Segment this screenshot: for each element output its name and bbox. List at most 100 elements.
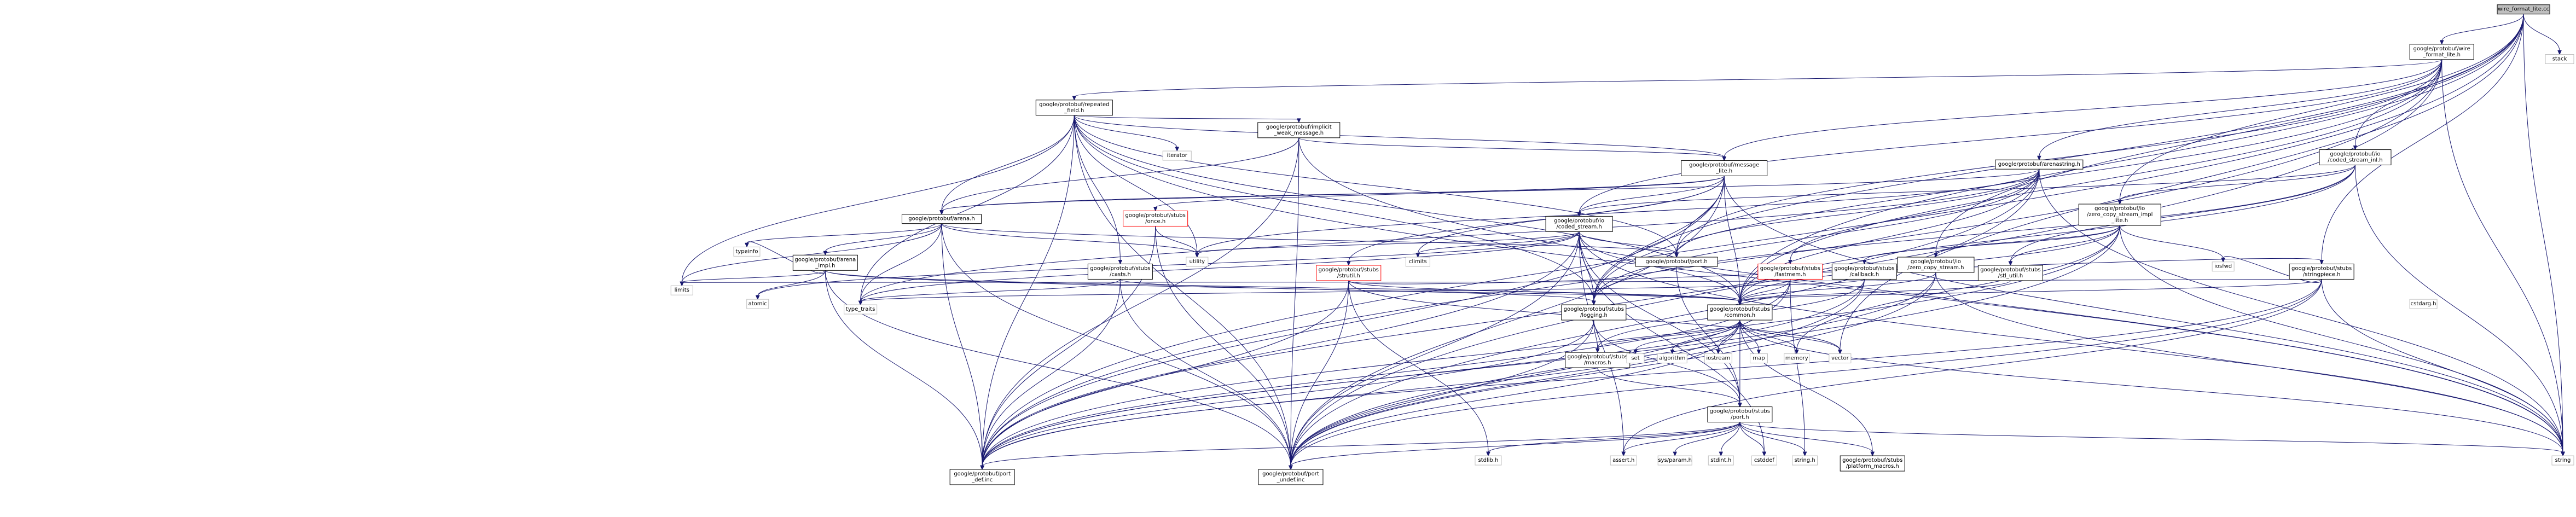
node-label: google/protobuf/stubs [1842,457,1902,463]
node-strutil[interactable]: google/protobuf/stubs/strutil.h [1316,265,1382,281]
node-box [1545,216,1613,232]
node-port-def[interactable]: google/protobuf/port_def.inc [949,469,1015,485]
node-box [2545,54,2574,64]
node-box [2289,263,2354,280]
node-label: google/protobuf/port [954,471,1011,477]
node-label: /zero_copy_stream.h [1907,265,1964,271]
edge-line [757,231,1580,297]
node-typeinfo: typeinfo [733,246,761,257]
edge-arena_impl-to-limits [680,270,826,287]
node-label: stack [2552,56,2567,62]
node-fastmem[interactable]: google/protobuf/stubs/fastmem.h [1757,263,1823,280]
edge-line [1074,115,1291,466]
edge-line [1935,225,2120,254]
node-wire-h[interactable]: google/protobuf/wire_format_lite.h [2409,44,2474,60]
node-label: google/protobuf/stubs [1710,306,1770,312]
edge-line [1739,422,2563,453]
edge-arrowhead [1674,253,1679,258]
edge-arrowhead [1862,259,1867,265]
node-port-undef[interactable]: google/protobuf/port_undef.inc [1258,469,1324,485]
node-box [1708,455,1734,466]
node-port-h[interactable]: google/protobuf/port.h [1635,257,1718,267]
node-stl-util[interactable]: google/protobuf/stubs/stl_util.h [1977,265,2043,281]
node-box [746,299,769,309]
edge-arrowhead [1762,451,1767,457]
edge-line [1417,231,1580,254]
node-logging[interactable]: google/protobuf/stubs/logging.h [1561,304,1627,321]
edge-line [1739,422,1873,453]
edge-stringpiece-to-port_def [980,279,2322,470]
edge-line [982,422,1740,467]
node-map: map [1749,353,1768,364]
edge-stubs_port-to-string_h [1739,422,1807,457]
edge-line [1119,279,1291,466]
node-arenastring[interactable]: google/protobuf/arenastring.h [1995,159,2084,170]
edge-line [1597,368,1740,404]
node-box [1792,455,1818,466]
node-cstddef: cstddef [1751,455,1777,466]
edge-arrowhead [1347,261,1351,266]
node-label: /port.h [1731,415,1749,421]
edge-line [1074,115,1677,254]
edge-arrowhead [980,465,984,470]
edge-arrowhead [1577,212,1581,217]
edge-arrowhead [755,295,760,300]
node-implicit[interactable]: google/protobuf/implicit_weak_message.h [1257,122,1341,138]
edge-line [1290,422,1740,467]
edge-line [1739,320,2563,453]
node-macros[interactable]: google/protobuf/stubs/macros.h [1565,352,1631,368]
node-callback[interactable]: google/protobuf/stubs/callback.h [1831,263,1897,280]
edge-line [1720,422,1740,453]
edge-line [941,223,1198,254]
node-repeated[interactable]: google/protobuf/repeated_field.h [1035,100,1113,116]
node-stubs-port[interactable]: google/protobuf/stubs/port.h [1707,406,1773,423]
edge-line [1298,137,2563,453]
node-zcs-impl-lite[interactable]: google/protobuf/io/zero_copy_stream_impl… [2078,204,2161,226]
node-common[interactable]: google/protobuf/stubs/common.h [1707,304,1773,321]
node-arena-impl[interactable]: google/protobuf/arena_impl.h [792,254,858,271]
edge-wire_h-to-string [2441,59,2565,457]
edge-line [941,115,1075,211]
node-coded-inl[interactable]: google/protobuf/io/coded_stream_inl.h [2319,149,2392,166]
edge-stubs_port-to-stdint [1719,422,1740,457]
edge-line [2119,225,2224,259]
node-box [949,469,1015,485]
edge-line [1739,320,1873,453]
node-iosfwd: iosfwd [2212,262,2235,272]
node-arena[interactable]: google/protobuf/arena.h [901,214,982,224]
node-label: google/protobuf/port [1262,471,1319,477]
edge-line [860,223,942,302]
edge-message_lite-to-logging [1592,176,1725,306]
edge-arrowhead [1722,156,1726,161]
edge-arrowhead [1838,350,1842,355]
edge-line [1593,59,2442,302]
edge-line [1635,320,1740,351]
edge-line [1290,225,2120,466]
node-zcs[interactable]: google/protobuf/io/zero_copy_stream.h [1897,257,1975,273]
edge-line [1623,422,1740,453]
node-coded[interactable]: google/protobuf/io/coded_stream.h [1545,216,1613,232]
edge-once-to-port_def [980,226,1156,470]
edge-line [1155,226,1198,254]
edge-repeated-to-iterator [1074,115,1179,152]
node-wire-cc[interactable]: wire_format_lite.cc [2497,4,2550,15]
edge-stubs_port-to-string [1739,422,2565,457]
node-label: /macros.h [1584,360,1611,366]
edge-arrowhead [2557,50,2562,55]
node-box [2409,299,2438,309]
node-label: /platform_macros.h [1846,463,1899,469]
edge-line [1579,231,1740,404]
node-stringpiece[interactable]: google/protobuf/stubs/stringpiece.h [2289,263,2354,280]
edge-stringpiece-to-common [1738,279,2322,306]
edge-arrowhead [1719,451,1724,457]
edge-coded_inl-to-stl_util [2008,165,2355,266]
node-message-lite[interactable]: google/protobuf/message_lite.h [1681,160,1768,176]
node-platform[interactable]: google/protobuf/stubs/platform_macros.h [1840,455,1905,472]
node-box [1757,263,1823,280]
node-casts[interactable]: google/protobuf/stubs/casts.h [1087,263,1153,280]
node-box [1635,257,1718,267]
node-once[interactable]: google/protobuf/stubs/once.h [1123,210,1188,226]
edge-strutil-to-port_def [980,280,1349,470]
node-label: google/protobuf/stubs [1834,265,1894,271]
edge-line [2354,165,2563,453]
